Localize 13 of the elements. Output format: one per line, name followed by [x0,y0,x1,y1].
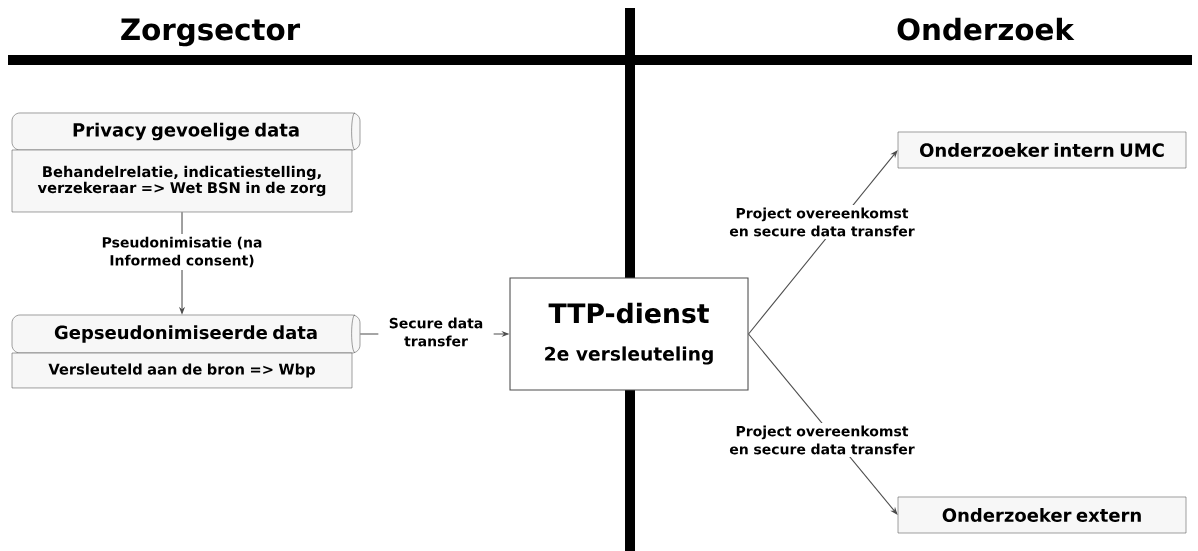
scroll-box: Gepseudonimiseerde data [11,314,361,354]
edge-label: Secure data transfer [378,314,494,350]
scroll-box: Privacy gevoelige data [11,112,361,151]
column-heading: Onderzoek [897,17,1075,41]
edge-label: Project overeenkomst en secure data transfer [724,422,920,458]
process-box: Onderzoeker intern UMC [897,131,1187,169]
process-box: Versleuteld aan de bron => Wbp [11,352,353,389]
process-box: Behandelrelatie, indicatiestelling, verzekeraar => Wet BSN in de zorg [11,149,353,213]
service-box: TTP-dienst 2e versleuteling [509,277,749,391]
process-box: Onderzoeker extern [897,496,1187,534]
edge-label: Project overeenkomst en secure data transfer [724,204,920,240]
column-heading: Zorgsector [121,18,301,47]
edge-label: Pseudonimisatie (na Informed consent) [94,234,270,270]
